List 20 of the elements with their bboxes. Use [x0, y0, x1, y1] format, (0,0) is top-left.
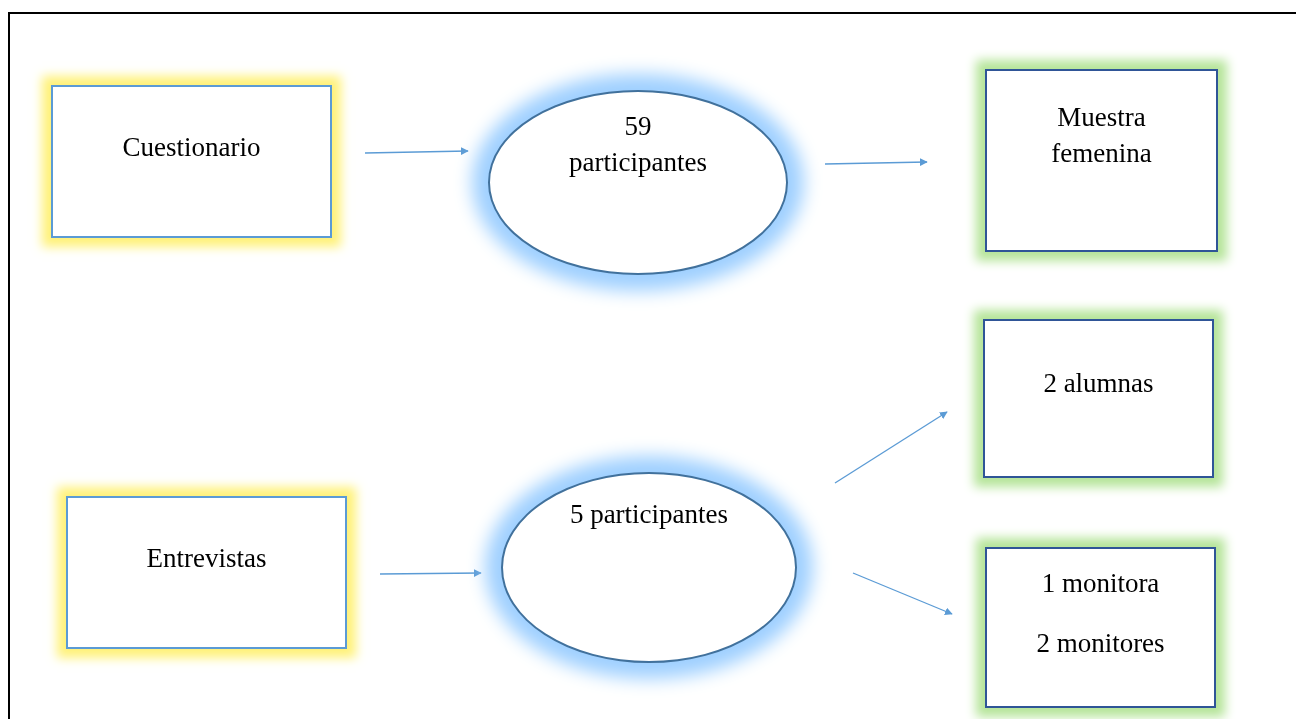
- arrow: [852, 572, 953, 615]
- arrow: [364, 147, 469, 156]
- process-box: [985, 69, 1218, 252]
- arrow: [824, 158, 928, 167]
- node-text: 1 monitora: [1041, 567, 1160, 600]
- node-text: 2 monitores: [1036, 627, 1165, 661]
- process-box: [985, 547, 1216, 708]
- node-text: Muestra femenina: [1050, 101, 1153, 171]
- process-box: [983, 319, 1214, 478]
- node-text: Entrevistas: [146, 542, 267, 575]
- node-text: Cuestionario: [122, 131, 261, 164]
- arrow: [834, 411, 948, 484]
- arrow: [379, 569, 482, 577]
- ellipse-node: [488, 90, 788, 275]
- ellipse-node: [501, 472, 797, 663]
- process-box: [66, 496, 347, 649]
- node-text: 2 alumnas: [1043, 367, 1154, 400]
- node-text: 59 participantes: [568, 110, 708, 180]
- node-text: 5 participantes: [569, 498, 729, 531]
- process-box: [51, 85, 332, 238]
